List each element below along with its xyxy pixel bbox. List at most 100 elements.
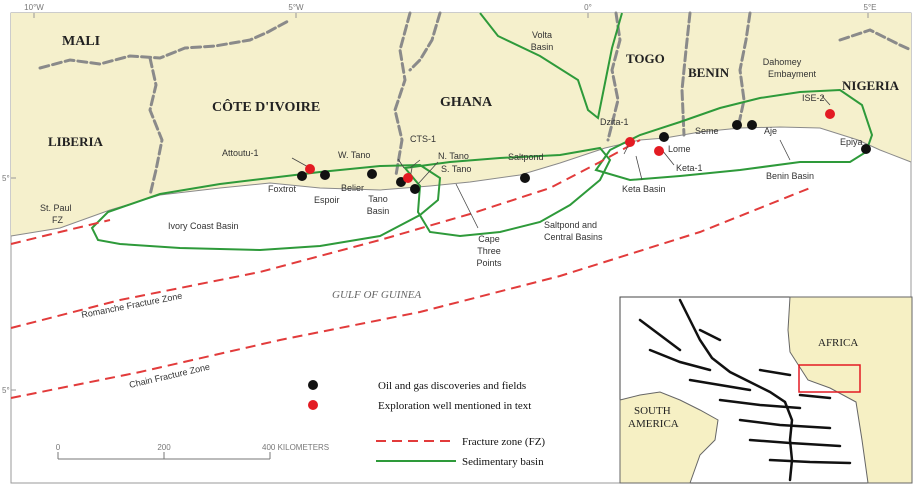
country-borders bbox=[38, 11, 913, 197]
well-label-keta: Keta-1 bbox=[676, 163, 703, 173]
legend-discovery-swatch bbox=[308, 380, 318, 390]
region-tano-line1: Tano bbox=[368, 194, 388, 204]
inset-label-south-line2: AMERICA bbox=[628, 418, 679, 430]
exploration-keta-1 bbox=[654, 146, 664, 156]
legend-fracture-label: Fracture zone (FZ) bbox=[462, 436, 545, 448]
ocean-label: GULF OF GUINEA bbox=[332, 289, 421, 301]
exploration-markers bbox=[305, 109, 835, 183]
longitude-label-0: 0° bbox=[584, 3, 592, 12]
border-nigeria-east bbox=[838, 28, 913, 52]
region-keta-basin: Keta Basin bbox=[622, 184, 666, 194]
inset-map: AFRICA SOUTH AMERICA bbox=[619, 296, 913, 484]
discovery-foxtrot bbox=[297, 171, 307, 181]
well-label-attoutu: Attoutu-1 bbox=[222, 148, 259, 158]
country-label-cote-divoire: CÔTE D'IVOIRE bbox=[212, 98, 320, 115]
well-label-s-tano: S. Tano bbox=[441, 164, 471, 174]
scale-label-200: 200 bbox=[157, 443, 171, 452]
well-label-ise: ISE-2 bbox=[802, 93, 825, 103]
chain-fz-line bbox=[10, 187, 811, 399]
sedimentary-basins bbox=[90, 12, 874, 252]
graticule bbox=[11, 13, 869, 391]
exploration-attoutu-1 bbox=[305, 164, 315, 174]
discovery-epiya bbox=[861, 144, 871, 154]
border-togo-west bbox=[606, 11, 622, 142]
leader-lines bbox=[291, 95, 831, 229]
region-cape-line2: Three bbox=[477, 246, 501, 256]
country-label-liberia: LIBERIA bbox=[48, 134, 104, 149]
land-mass bbox=[11, 13, 911, 236]
legend-exploration-label: Exploration well mentioned in text bbox=[378, 400, 531, 412]
discovery-lome bbox=[659, 132, 669, 142]
legend: Oil and gas discoveries and fields Explo… bbox=[308, 380, 545, 468]
inset-label-africa: AFRICA bbox=[818, 337, 858, 349]
inset-study-area-box bbox=[798, 364, 861, 393]
legend-discoveries-label: Oil and gas discoveries and fields bbox=[378, 380, 526, 392]
well-label-dzita: Dzita-1 bbox=[600, 117, 629, 127]
scale-label-400: 400 KILOMETERS bbox=[262, 443, 329, 452]
ivory-coast-basin-outline bbox=[90, 163, 442, 252]
country-label-mali: MALI bbox=[62, 34, 100, 49]
exploration-cts-1 bbox=[403, 173, 413, 183]
region-saltpond-line1: Saltpond and bbox=[544, 220, 597, 230]
discovery-aje bbox=[747, 120, 757, 130]
well-label-epiya: Epiya bbox=[840, 137, 863, 147]
region-cape-line3: Points bbox=[476, 258, 502, 268]
region-volta-line1: Volta bbox=[532, 30, 552, 40]
country-label-nigeria: NIGERIA bbox=[842, 78, 900, 93]
latitude-label-upper: 5° bbox=[2, 174, 10, 183]
inset-south-america-land bbox=[619, 391, 719, 484]
region-ivory-coast-basin: Ivory Coast Basin bbox=[168, 221, 239, 231]
saltpond-basin-outline bbox=[403, 146, 612, 238]
region-volta-line2: Basin bbox=[531, 42, 554, 52]
region-cape-line1: Cape bbox=[478, 234, 500, 244]
inset-africa-land bbox=[787, 296, 913, 484]
well-label-seme: Seme bbox=[695, 126, 719, 136]
discovery-belier bbox=[367, 169, 377, 179]
well-label-belier: Belier bbox=[341, 183, 364, 193]
scale-bar bbox=[57, 452, 271, 460]
border-togo-benin bbox=[680, 11, 692, 137]
longitude-label-5e: 5°E bbox=[864, 3, 877, 12]
country-label-ghana: GHANA bbox=[440, 95, 493, 110]
discovery-seme bbox=[732, 120, 742, 130]
inset-ridge-lines bbox=[638, 298, 852, 482]
discovery-espoir bbox=[320, 170, 330, 180]
latitude-label-lower: 5° bbox=[2, 386, 10, 395]
legend-exploration-swatch bbox=[308, 400, 318, 410]
longitude-label-5w: 5°W bbox=[288, 3, 304, 12]
border-liberia bbox=[148, 56, 164, 197]
region-tano-line2: Basin bbox=[367, 206, 390, 216]
exploration-ise-2 bbox=[825, 109, 835, 119]
well-label-w-tano: W. Tano bbox=[338, 150, 370, 160]
well-label-aje: Aje bbox=[764, 126, 777, 136]
inset-label-south-line1: SOUTH bbox=[634, 405, 671, 417]
country-label-benin: BENIN bbox=[688, 65, 730, 80]
region-dahomey-line1: Dahomey bbox=[763, 57, 802, 67]
well-label-lome: Lome bbox=[668, 144, 691, 154]
well-label-foxtrot: Foxtrot bbox=[268, 184, 297, 194]
discovery-saltpond bbox=[520, 173, 530, 183]
longitude-label-10w: 10°W bbox=[24, 3, 44, 12]
romanche-fz-line bbox=[10, 139, 641, 329]
fz-label-st-paul-line1: St. Paul bbox=[40, 203, 72, 213]
st-paul-fz-line bbox=[10, 219, 111, 245]
region-saltpond-line2: Central Basins bbox=[544, 232, 603, 242]
border-benin-nigeria bbox=[736, 11, 752, 130]
discovery-s-tano bbox=[410, 184, 420, 194]
fz-label-st-paul-line2: FZ bbox=[52, 215, 63, 225]
border-ghana-north bbox=[408, 11, 442, 72]
country-label-togo: TOGO bbox=[626, 51, 665, 66]
legend-basin-label: Sedimentary basin bbox=[462, 456, 544, 468]
border-ghana-west bbox=[393, 11, 412, 177]
fracture-zones bbox=[10, 139, 811, 399]
region-dahomey-line2: Embayment bbox=[768, 69, 817, 79]
discovery-markers bbox=[297, 120, 871, 194]
coastline bbox=[10, 126, 912, 237]
border-mali-north bbox=[38, 18, 292, 70]
well-label-n-tano: N. Tano bbox=[438, 151, 469, 161]
scale-label-0: 0 bbox=[56, 443, 61, 452]
well-label-cts: CTS-1 bbox=[410, 134, 436, 144]
region-benin-basin: Benin Basin bbox=[766, 171, 814, 181]
well-label-saltpond: Saltpond bbox=[508, 152, 544, 162]
